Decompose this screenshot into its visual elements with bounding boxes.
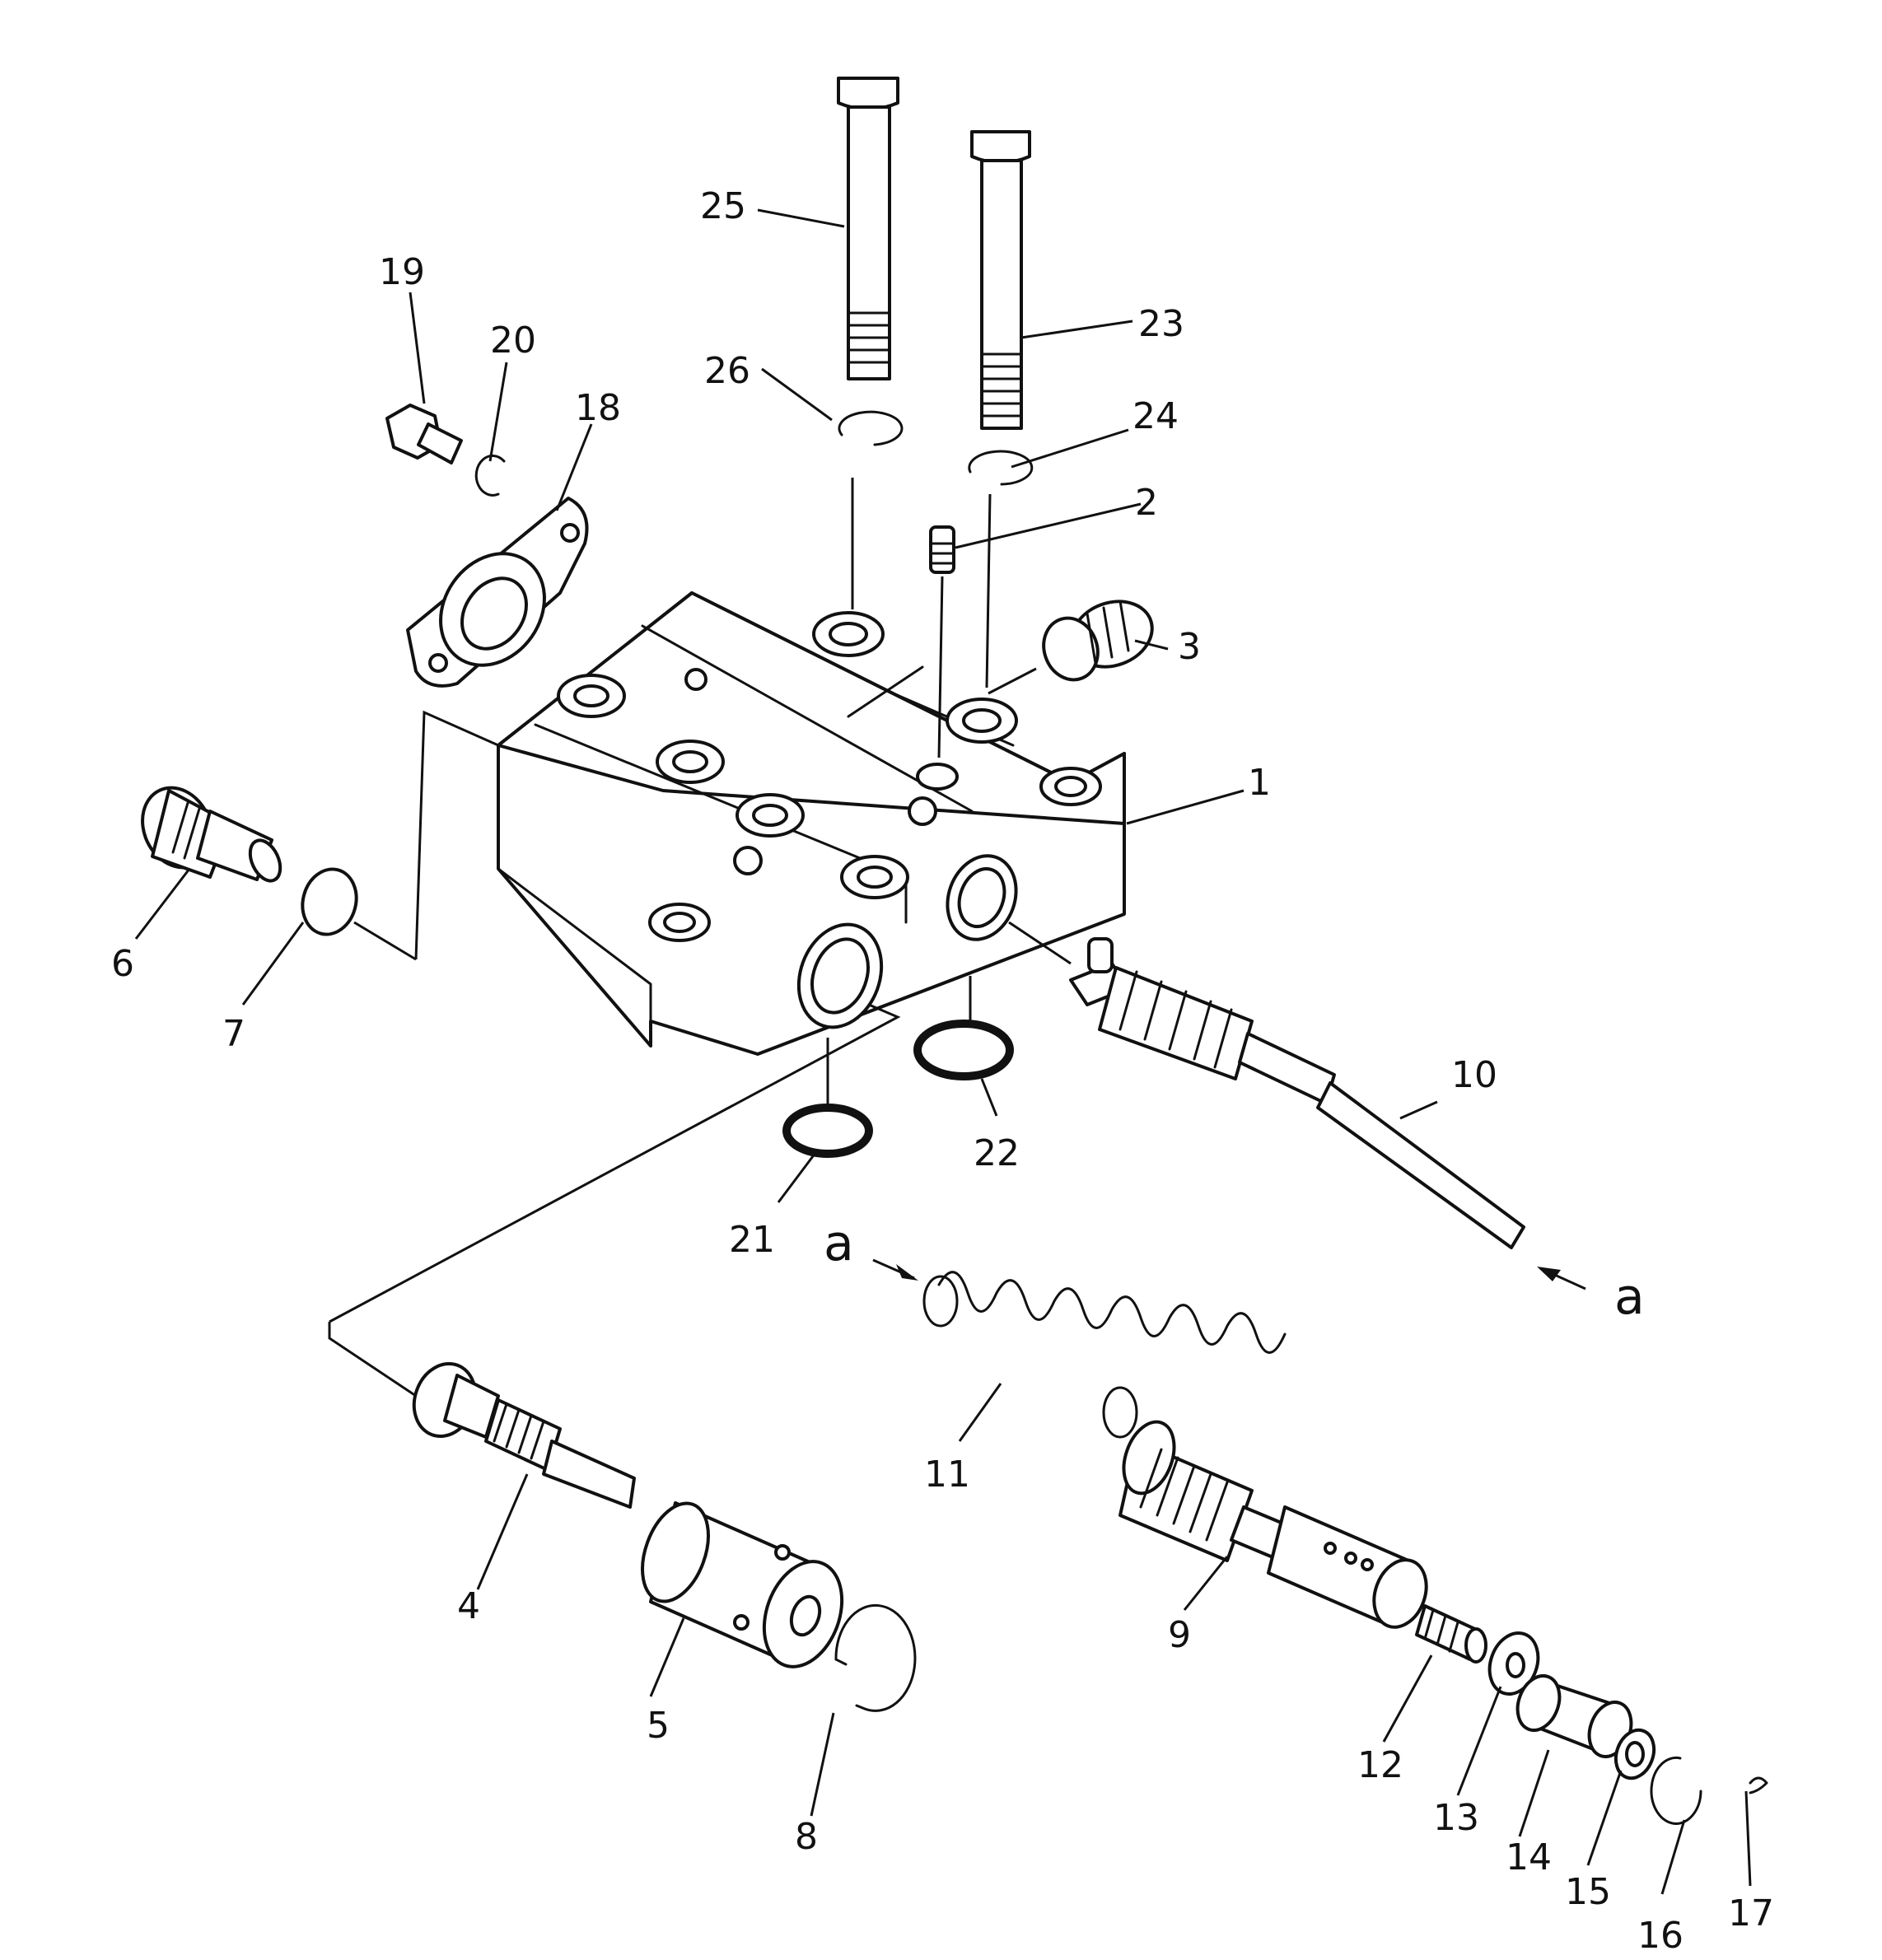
bolt-25 <box>837 77 899 380</box>
plug-6 <box>141 786 283 883</box>
callout-15: 15 <box>1565 1871 1611 1913</box>
seat-13 <box>1487 1631 1540 1696</box>
callout-5: 5 <box>647 1705 670 1747</box>
callout-1: 1 <box>1248 762 1271 804</box>
callout-19: 19 <box>379 251 425 293</box>
reference-arrow-left <box>872 1258 918 1281</box>
spring-12 <box>1415 1604 1487 1664</box>
body-bosses <box>557 611 1102 942</box>
callout-24: 24 <box>1132 395 1179 437</box>
callout-4: 4 <box>457 1585 480 1627</box>
callout-10: 10 <box>1451 1054 1497 1096</box>
callout-11: 11 <box>924 1454 970 1496</box>
assembly-lines <box>328 478 1752 1887</box>
stopper-14 <box>1515 1674 1633 1758</box>
sleeve-5 <box>641 1501 844 1668</box>
reference-letter-right: a <box>1614 1268 1645 1326</box>
callout-16: 16 <box>1637 1915 1684 1957</box>
pin-17 <box>1749 1776 1768 1794</box>
washer-24 <box>968 450 1034 486</box>
bolt-19 <box>385 404 463 464</box>
snap-ring-8 <box>834 1603 917 1712</box>
flange-18 <box>406 497 589 688</box>
reference-letter-left: a <box>824 1215 854 1272</box>
callout-8: 8 <box>795 1816 818 1858</box>
callout-17: 17 <box>1728 1892 1774 1934</box>
snap-ring-16 <box>1650 1756 1702 1825</box>
callout-18: 18 <box>575 387 621 429</box>
set-screw-2 <box>929 525 955 574</box>
callout-9: 9 <box>1168 1614 1191 1656</box>
callout-12: 12 <box>1357 1744 1403 1786</box>
spool-10 <box>1069 937 1525 1249</box>
callout-14: 14 <box>1506 1836 1552 1878</box>
callout-26: 26 <box>704 350 750 392</box>
callout-25: 25 <box>700 185 746 227</box>
valve-body-1 <box>497 591 1126 1056</box>
o-ring-21 <box>782 1104 873 1158</box>
callout-3: 3 <box>1178 626 1201 668</box>
callout-7: 7 <box>222 1013 245 1055</box>
washer-26 <box>838 410 904 446</box>
o-ring-7 <box>301 867 358 936</box>
o-ring-22 <box>913 1020 1014 1080</box>
spool-9 <box>1118 1420 1428 1629</box>
callout-21: 21 <box>729 1219 775 1261</box>
washer-20 <box>474 454 506 497</box>
leader-lines <box>134 208 1686 1895</box>
callout-2: 2 <box>1135 482 1158 524</box>
reference-arrow-right <box>1537 1267 1586 1290</box>
pin-4 <box>412 1361 636 1509</box>
callout-6: 6 <box>111 943 134 985</box>
collar-15 <box>1613 1728 1656 1780</box>
callout-23: 23 <box>1138 303 1184 345</box>
spring-11 <box>922 1271 1287 1439</box>
callout-22: 22 <box>974 1132 1020 1174</box>
bolt-23 <box>970 130 1031 430</box>
callout-labels: 1 2 3 4 5 6 7 8 9 10 11 12 13 14 15 16 1… <box>111 185 1774 1957</box>
callout-13: 13 <box>1433 1797 1479 1839</box>
callout-20: 20 <box>490 320 536 362</box>
plug-3 <box>1042 600 1154 682</box>
